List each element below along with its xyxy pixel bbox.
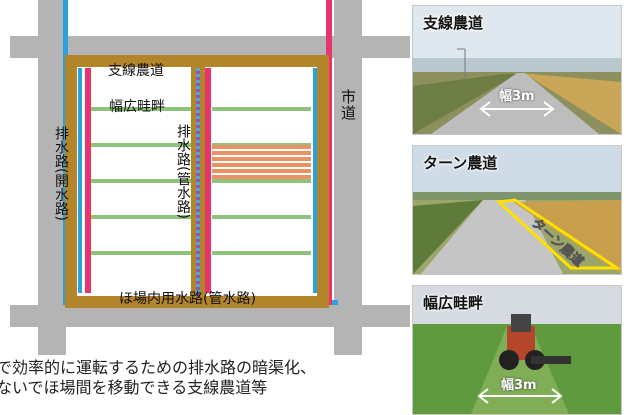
road-right-vertical xyxy=(334,0,362,355)
label-branch-road: 支線農道 xyxy=(108,63,164,79)
label-drain-pipe: 排水路(管水路) xyxy=(175,124,191,219)
caption: で効率的に運転するための排水路の暗渠化、 ないでほ場間を移動できる支線農道等 xyxy=(0,358,410,398)
photo-title-turn-road: ターン農道 xyxy=(423,154,498,172)
label-drain-open: 排水路(開水路) xyxy=(53,126,69,221)
photo-title-branch-road: 支線農道 xyxy=(423,14,484,32)
farm-road-ring xyxy=(65,55,329,308)
turn-road-badge: ターン農道 xyxy=(528,215,587,271)
irrigation-left-line xyxy=(85,68,91,293)
svg-text:ターン農道: ターン農道 xyxy=(528,215,587,270)
turn-area-outline xyxy=(495,198,621,270)
road-bottom-horizontal xyxy=(10,305,410,327)
road-left-vertical xyxy=(38,0,66,355)
photo-turn-road: ターン農道 ターン農道 xyxy=(412,145,622,275)
width-label-wide-ridge: 幅3m xyxy=(501,378,537,393)
photo-wide-ridge: 幅広畦畔 幅3m xyxy=(412,285,622,415)
highlighted-field xyxy=(212,145,311,179)
photo-title-wide-ridge: 幅広畦畔 xyxy=(423,294,484,312)
label-city-road: 市道 xyxy=(339,89,357,121)
farm-layout-diagram: 支線農道 幅広畦畔 ほ場内用水路(管水路) 市道 排水路(開水路) 排水路(管水… xyxy=(10,0,410,355)
label-irrigation: ほ場内用水路(管水路) xyxy=(119,291,256,307)
caption-line-2: ないでほ場間を移動できる支線農道等 xyxy=(0,378,268,397)
width-arrow-icon xyxy=(479,101,555,117)
photo-branch-road: 支線農道 幅3m xyxy=(412,5,622,135)
width-arrow-icon xyxy=(477,388,563,404)
drain-inner-right xyxy=(313,68,317,293)
drain-inner-left xyxy=(78,68,82,293)
road-top-horizontal xyxy=(10,36,410,58)
width-label-branch-road: 幅3m xyxy=(499,89,535,104)
label-wide-ridge: 幅広畦畔 xyxy=(109,99,165,115)
irrigation-center-line xyxy=(205,68,211,293)
caption-line-1: で効率的に運転するための排水路の暗渠化、 xyxy=(0,358,317,377)
